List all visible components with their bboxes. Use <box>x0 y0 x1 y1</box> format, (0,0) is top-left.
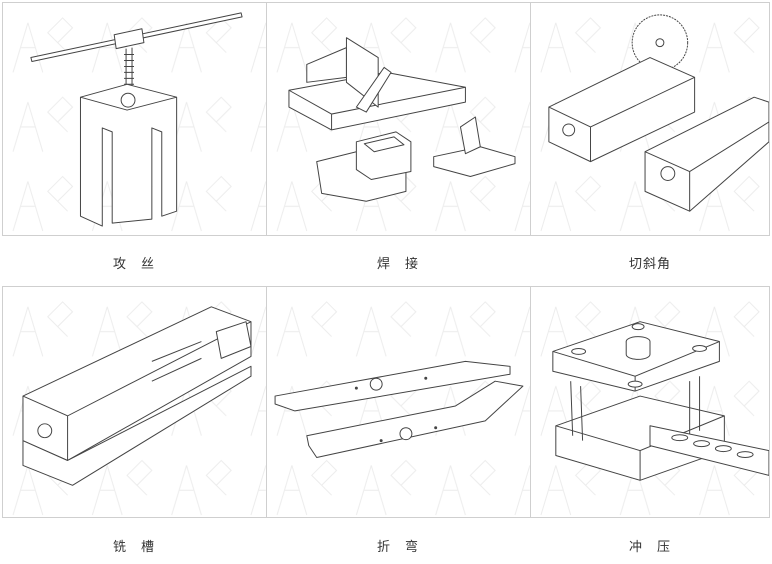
tapping-illustration <box>3 3 266 235</box>
welding-image <box>266 2 531 236</box>
caption-stamping: 冲 压 <box>628 540 671 555</box>
caption-bending: 折 弯 <box>376 540 419 555</box>
caption-slot-milling: 铣 槽 <box>112 540 155 555</box>
slot-milling-image <box>2 286 267 518</box>
stamping-image <box>530 286 770 518</box>
caption-tapping: 攻 丝 <box>112 257 155 272</box>
bending-illustration <box>267 287 530 517</box>
tapping-image <box>2 2 267 236</box>
stamping-illustration <box>531 287 769 517</box>
miter-cut-image <box>530 2 770 236</box>
welding-illustration <box>267 3 530 235</box>
slot-milling-illustration <box>3 287 266 517</box>
caption-miter-cut: 切斜角 <box>628 257 671 272</box>
caption-welding: 焊 接 <box>376 257 419 272</box>
miter-cut-illustration <box>531 3 769 235</box>
bending-image <box>266 286 531 518</box>
